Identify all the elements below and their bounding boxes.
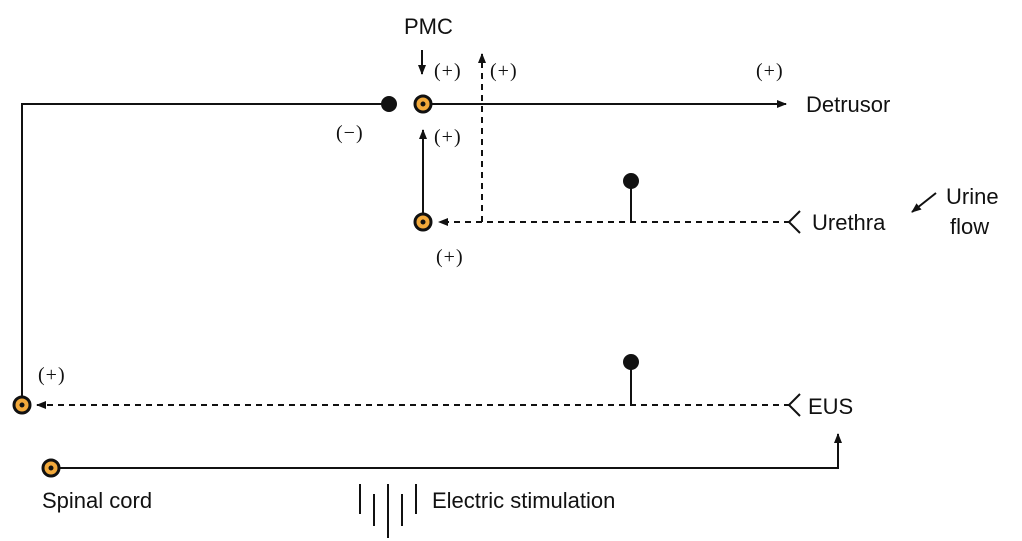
inhibitory-sign: (−) bbox=[336, 122, 364, 144]
electric-stimulation-electrode bbox=[359, 484, 417, 538]
urine-flow-arrow bbox=[911, 192, 937, 213]
pmc-output-sign: (+) bbox=[490, 60, 518, 82]
urine-flow-label-line2: flow bbox=[950, 214, 990, 239]
pmc-label: PMC bbox=[404, 14, 453, 39]
spinal-efferent-line bbox=[59, 433, 842, 469]
urethral-branch-terminal bbox=[623, 173, 639, 189]
inhibitory-terminal bbox=[381, 96, 397, 112]
urethra-receptor bbox=[787, 210, 801, 234]
detrusor-label: Detrusor bbox=[806, 92, 891, 117]
eus-label: EUS bbox=[808, 394, 854, 419]
detrusor-sign: (+) bbox=[756, 60, 784, 82]
eus-branch-terminal bbox=[623, 354, 639, 370]
electric-stimulation-label: Electric stimulation bbox=[432, 488, 616, 513]
inhibitory-pathway-line bbox=[21, 103, 382, 404]
pmc-excitation-sign: (+) bbox=[434, 126, 462, 148]
urethra-label: Urethra bbox=[812, 210, 886, 235]
spinal-interneuron-sign: (+) bbox=[38, 364, 66, 386]
pmc-input-sign: (+) bbox=[434, 60, 462, 82]
eus-receptor bbox=[787, 393, 801, 417]
lower-neuron-sign: (+) bbox=[436, 246, 464, 268]
spinal-cord-label: Spinal cord bbox=[42, 488, 153, 513]
urine-flow-label-line1: Urine bbox=[946, 184, 999, 209]
